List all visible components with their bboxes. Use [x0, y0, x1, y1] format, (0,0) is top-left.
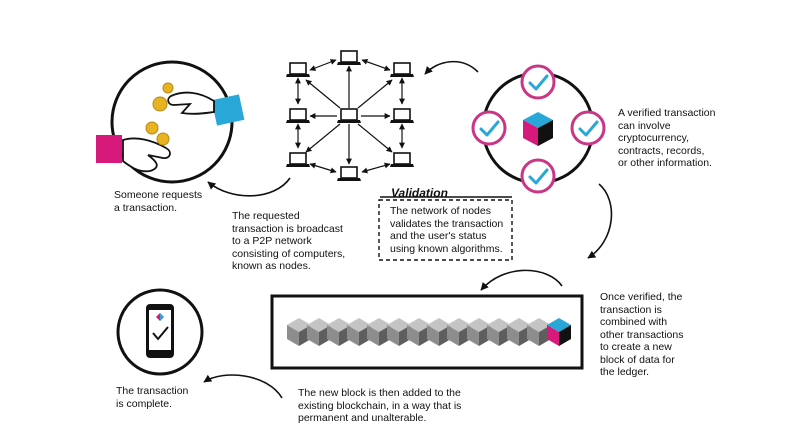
checkmark-icon — [520, 64, 556, 100]
new-block-cube — [547, 318, 571, 346]
block-cube — [347, 318, 371, 346]
curved-arrow — [207, 177, 291, 197]
verified-caption: A verified transaction can involve crypt… — [618, 107, 716, 169]
checkmark-icon — [471, 110, 507, 146]
curved-arrow — [424, 60, 479, 75]
cube-icon — [523, 112, 553, 146]
validation-caption: The network of nodes validates the trans… — [390, 205, 504, 255]
checkmark-icon — [570, 110, 606, 146]
request-hands-icon — [96, 60, 245, 184]
added-caption: The new block is then added to the exist… — [298, 387, 462, 424]
blockchain-cubes — [287, 318, 571, 346]
smartphone-check-icon — [116, 288, 204, 376]
block-cube — [387, 318, 411, 346]
broadcast-caption: The requested transaction is broadcast t… — [232, 210, 346, 272]
verified-transaction-icon — [471, 64, 606, 194]
curved-arrow — [203, 374, 283, 399]
curved-arrow — [587, 183, 613, 259]
p2p-network — [295, 58, 405, 174]
complete-caption: The transaction is complete. — [116, 385, 189, 410]
combined-caption: Once verified, the transaction is combin… — [600, 291, 684, 378]
laptop-node-icon — [285, 50, 415, 182]
validation-title: Validation — [391, 186, 448, 200]
validation-box — [378, 199, 513, 261]
curved-arrow — [480, 269, 563, 291]
request-caption: Someone requests a transaction. — [114, 189, 203, 214]
block-cube — [487, 318, 511, 346]
checkmark-icon — [520, 158, 556, 194]
coin-icon — [145, 82, 174, 146]
